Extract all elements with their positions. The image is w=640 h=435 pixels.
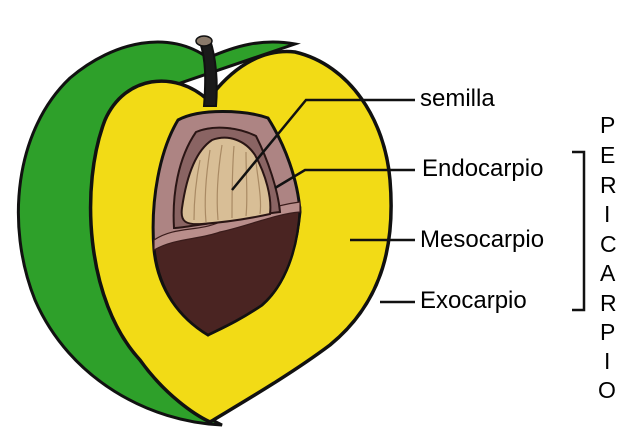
- leader-lines: [231, 98, 415, 304]
- pericarp-letter: R: [600, 290, 617, 316]
- label-endocarpio: Endocarpio: [422, 155, 543, 182]
- pericarp-letter: P: [600, 319, 615, 345]
- seed-body: [180, 136, 272, 226]
- pericarp-letter: R: [600, 172, 617, 198]
- pericarp-bracket: [572, 150, 586, 312]
- pericarp-letter: E: [600, 142, 615, 168]
- stem-tip: [195, 35, 213, 47]
- pericarp-vertical-label: P E R I C A R P I O: [598, 112, 617, 403]
- pericarp-letter: P: [600, 112, 615, 138]
- label-semilla: semilla: [420, 85, 495, 112]
- pericarp-letter: A: [600, 260, 616, 286]
- stem: [198, 38, 218, 107]
- seed-texture: [193, 144, 262, 223]
- label-exocarpio: Exocarpio: [420, 287, 527, 314]
- seed: [180, 136, 272, 226]
- pericarp-letter: I: [604, 201, 610, 227]
- leader-line-endocarpio: [274, 168, 415, 190]
- pericarp-letter: I: [604, 348, 610, 374]
- label-mesocarpio: Mesocarpio: [420, 226, 544, 253]
- leader-line-semilla: [231, 98, 415, 191]
- pericarp-letter: O: [598, 377, 616, 403]
- pericarp-letter: C: [600, 231, 617, 257]
